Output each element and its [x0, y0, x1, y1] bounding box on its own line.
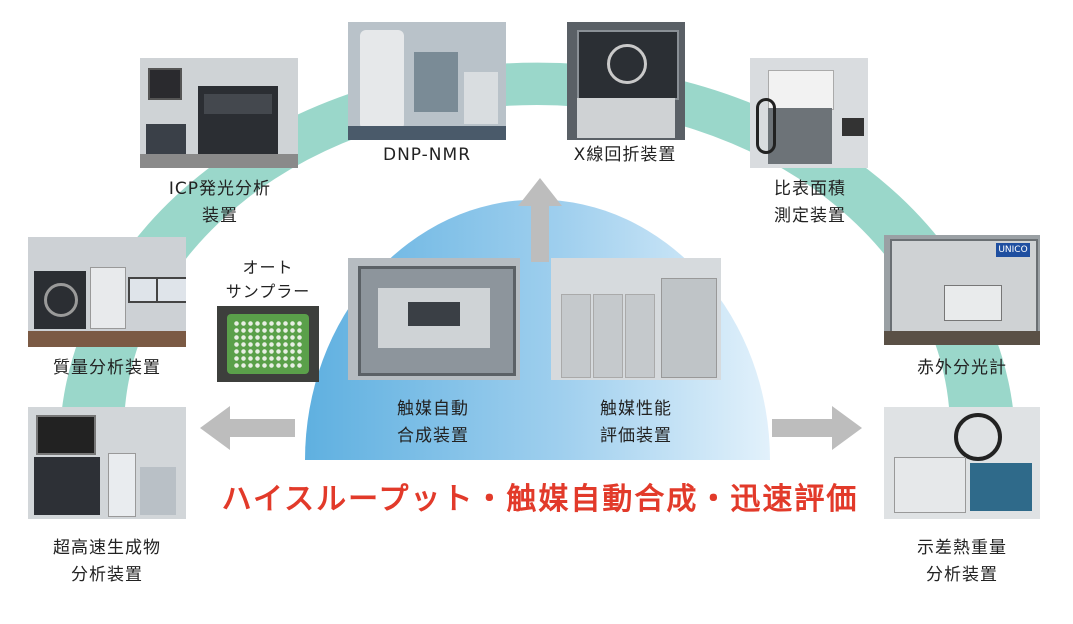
dnp-nmr-photo [348, 22, 506, 140]
arrow-left-icon [200, 406, 295, 450]
ms-photo [28, 237, 186, 347]
headline: ハイスループット・触媒自動合成・迅速評価 [221, 482, 859, 517]
evaluation-label: 触媒性能 評価装置 [600, 399, 672, 446]
dnp-nmr-label: DNP-NMR [382, 145, 471, 165]
autosampler-label: オート サンプラー [225, 258, 311, 301]
tg-photo [884, 407, 1040, 519]
hs-product-label: 超高速生成物 分析装置 [53, 538, 161, 585]
autosampler-photo [217, 306, 319, 382]
xrd-photo [567, 22, 685, 140]
bet-photo [750, 58, 868, 168]
xrd-label: X線回折装置 [573, 145, 677, 165]
icp-photo [140, 58, 298, 168]
tg-label: 示差熱重量 分析装置 [917, 538, 1007, 585]
arrow-right-icon [772, 406, 862, 450]
ir-photo: UNICO [884, 235, 1040, 345]
synthesis-label: 触媒自動 合成装置 [397, 399, 469, 446]
ms-label: 質量分析装置 [53, 358, 161, 378]
icp-label: ICP発光分析 装置 [168, 179, 272, 226]
evaluation-photo [551, 258, 721, 380]
synthesis-photo [348, 258, 520, 380]
bet-label: 比表面積 測定装置 [774, 179, 846, 226]
arrow-up-icon [518, 178, 562, 262]
ir-label: 赤外分光計 [917, 358, 1007, 378]
hs-product-photo [28, 407, 186, 519]
brand-label: UNICO [996, 243, 1030, 257]
